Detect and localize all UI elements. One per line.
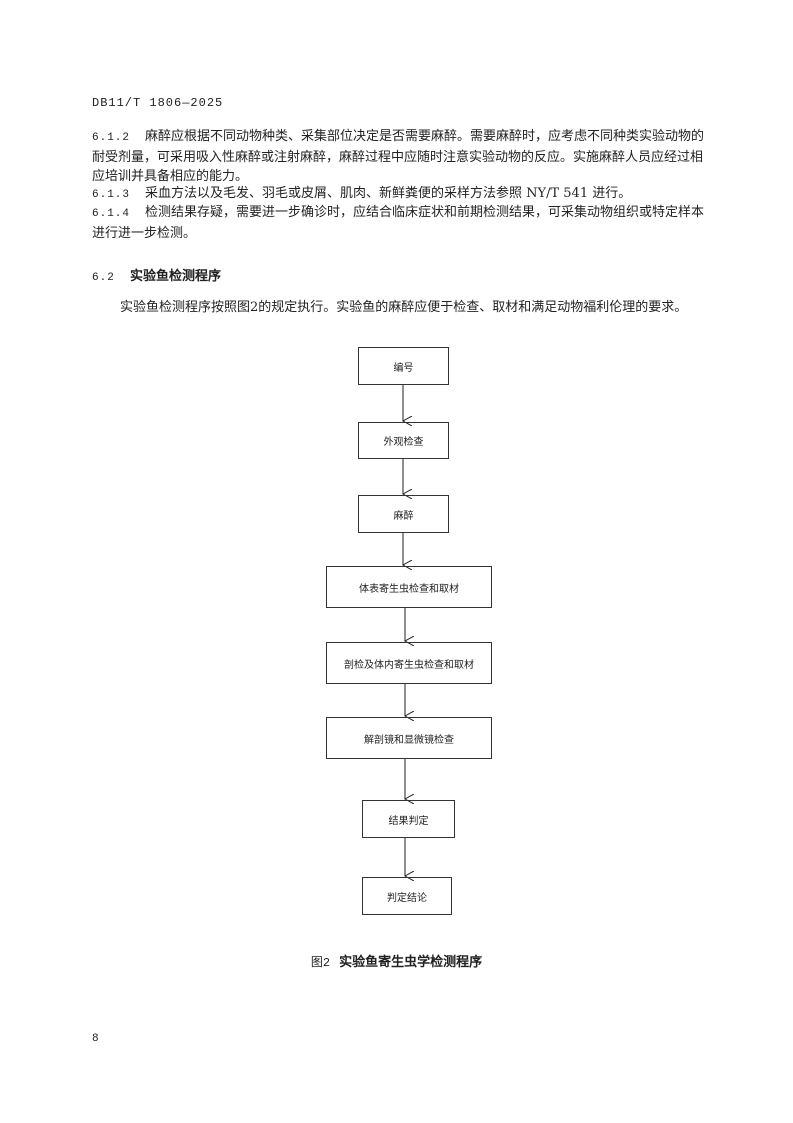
clause-number: 6.1.4 — [92, 208, 131, 220]
figure-number: 图2 — [310, 956, 331, 970]
page-number: 8 — [92, 1033, 99, 1045]
clause-text: 麻醉应根据不同动物种类、采集部位决定是否需要麻醉。需要麻醉时，应考虑不同种类实验… — [92, 129, 705, 184]
section-title: 实验鱼检测程序 — [130, 269, 222, 284]
flow-step-anesthesia: 麻醉 — [358, 495, 449, 533]
figure-caption: 图2 实验鱼寄生虫学检测程序 — [0, 951, 793, 970]
figure-title: 实验鱼寄生虫学检测程序 — [339, 955, 483, 970]
flow-step-surface-parasite: 体表寄生虫检查和取材 — [326, 566, 492, 608]
clause-number: 6.1.3 — [92, 189, 131, 201]
section-heading: 6.2 实验鱼检测程序 — [92, 265, 221, 284]
flow-step-conclusion: 判定结论 — [362, 877, 452, 915]
flow-step-appearance-check: 外观检查 — [358, 422, 449, 459]
clause-6-1-3: 6.1.3 采血方法以及毛发、羽毛或皮屑、肌肉、新鲜粪便的采样方法参照 NY/T … — [92, 184, 712, 205]
flow-step-internal-parasite: 剖检及体内寄生虫检查和取材 — [326, 642, 492, 684]
flow-step-microscopy: 解剖镜和显微镜检查 — [326, 717, 492, 759]
clause-number: 6.1.2 — [92, 132, 131, 144]
clause-text: 采血方法以及毛发、羽毛或皮屑、肌肉、新鲜粪便的采样方法参照 NY/T 541 进… — [145, 186, 632, 201]
clause-text: 检测结果存疑，需要进一步确诊时，应结合临床症状和前期检测结果，可采集动物组织或特… — [92, 205, 705, 241]
section-intro: 实验鱼检测程序按照图2的规定执行。实验鱼的麻醉应便于检查、取材和满足动物福利伦理… — [120, 300, 688, 315]
flow-step-numbering: 编号 — [358, 347, 449, 385]
flow-step-result-judgement: 结果判定 — [362, 800, 455, 838]
document-header: DB11/T 1806—2025 — [92, 96, 224, 110]
section-number: 6.2 — [92, 272, 115, 284]
